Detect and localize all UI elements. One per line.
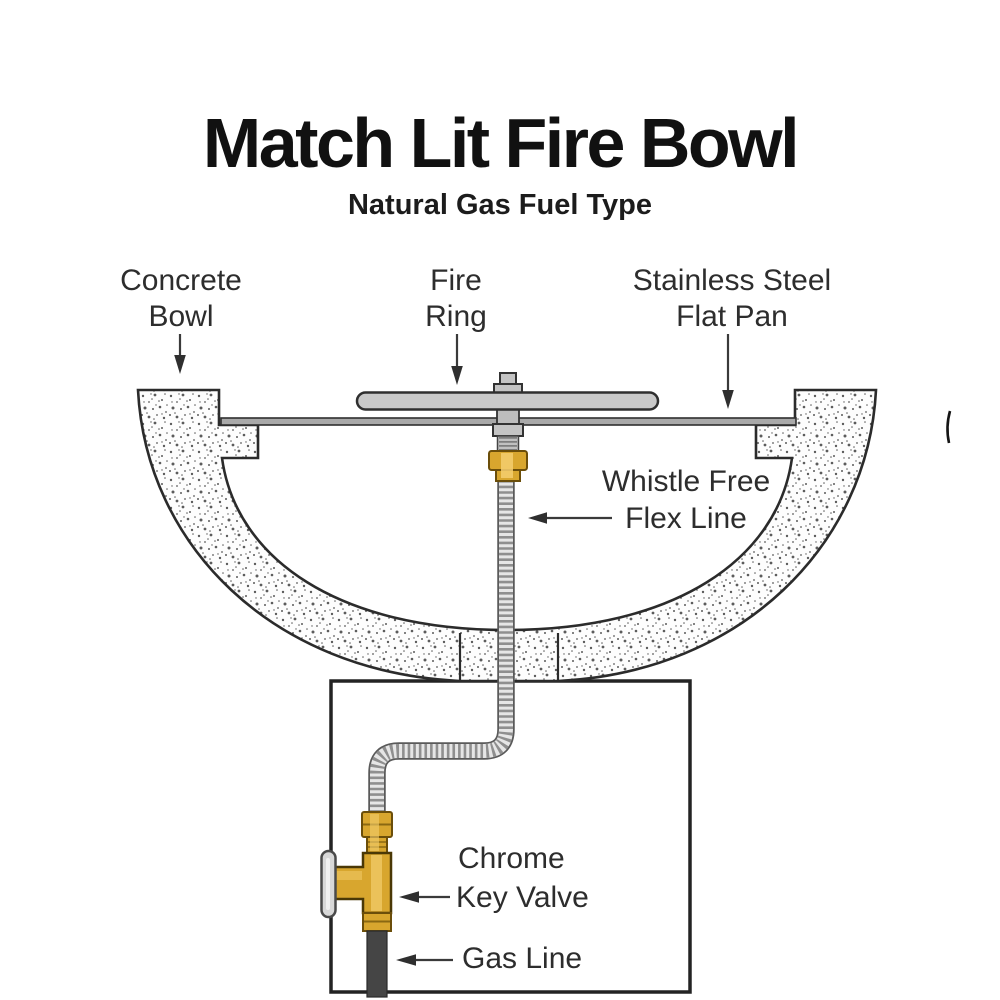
flex-line-arrowhead bbox=[528, 512, 547, 524]
label-flat-pan-line2: Flat Pan bbox=[676, 300, 788, 333]
label-key-valve-line1: Chrome bbox=[458, 842, 565, 875]
label-flex-line: Whistle Free Flex Line bbox=[528, 465, 770, 535]
gas-line-nut bbox=[362, 912, 392, 932]
page-title: Match Lit Fire Bowl bbox=[203, 104, 797, 182]
label-fire-ring: Fire Ring bbox=[425, 264, 487, 385]
page-subtitle: Natural Gas Fuel Type bbox=[348, 189, 652, 221]
label-concrete-bowl: Concrete Bowl bbox=[120, 264, 242, 374]
key-valve-body bbox=[331, 851, 393, 915]
label-fire-ring-line2: Ring bbox=[425, 300, 487, 333]
fire-ring-arrowhead bbox=[451, 366, 463, 385]
flat-pan-arrowhead bbox=[722, 390, 734, 409]
flex-line bbox=[368, 480, 515, 812]
label-concrete-bowl-line2: Bowl bbox=[148, 300, 213, 333]
concrete-bowl-arrowhead bbox=[174, 355, 186, 374]
label-fire-ring-line1: Fire bbox=[430, 264, 482, 297]
flex-line-ridges bbox=[370, 480, 513, 812]
key-valve-arrowhead bbox=[399, 891, 419, 903]
valve-chrome-flange-highlight bbox=[326, 858, 330, 910]
fire-ring bbox=[355, 391, 660, 411]
label-key-valve-line2: Key Valve bbox=[456, 881, 589, 914]
label-concrete-bowl-line1: Concrete bbox=[120, 264, 242, 297]
concrete-bowl-shape bbox=[136, 388, 878, 683]
valve-coupling-nut bbox=[361, 811, 393, 854]
label-flat-pan-line1: Stainless Steel bbox=[633, 264, 831, 297]
label-flex-line-line2: Flex Line bbox=[625, 502, 747, 535]
label-flat-pan: Stainless Steel Flat Pan bbox=[633, 264, 831, 409]
gas-line-arrowhead bbox=[396, 954, 416, 966]
label-gas-line: Gas Line bbox=[396, 942, 582, 975]
edge-artifact-mark bbox=[946, 410, 952, 444]
label-gas-line-line1: Gas Line bbox=[462, 942, 582, 975]
label-key-valve: Chrome Key Valve bbox=[399, 842, 589, 914]
gas-line-pipe bbox=[366, 930, 388, 998]
label-flex-line-line1: Whistle Free bbox=[602, 465, 770, 498]
pan-locknut bbox=[492, 423, 524, 437]
pan-brass-fitting bbox=[488, 450, 528, 482]
